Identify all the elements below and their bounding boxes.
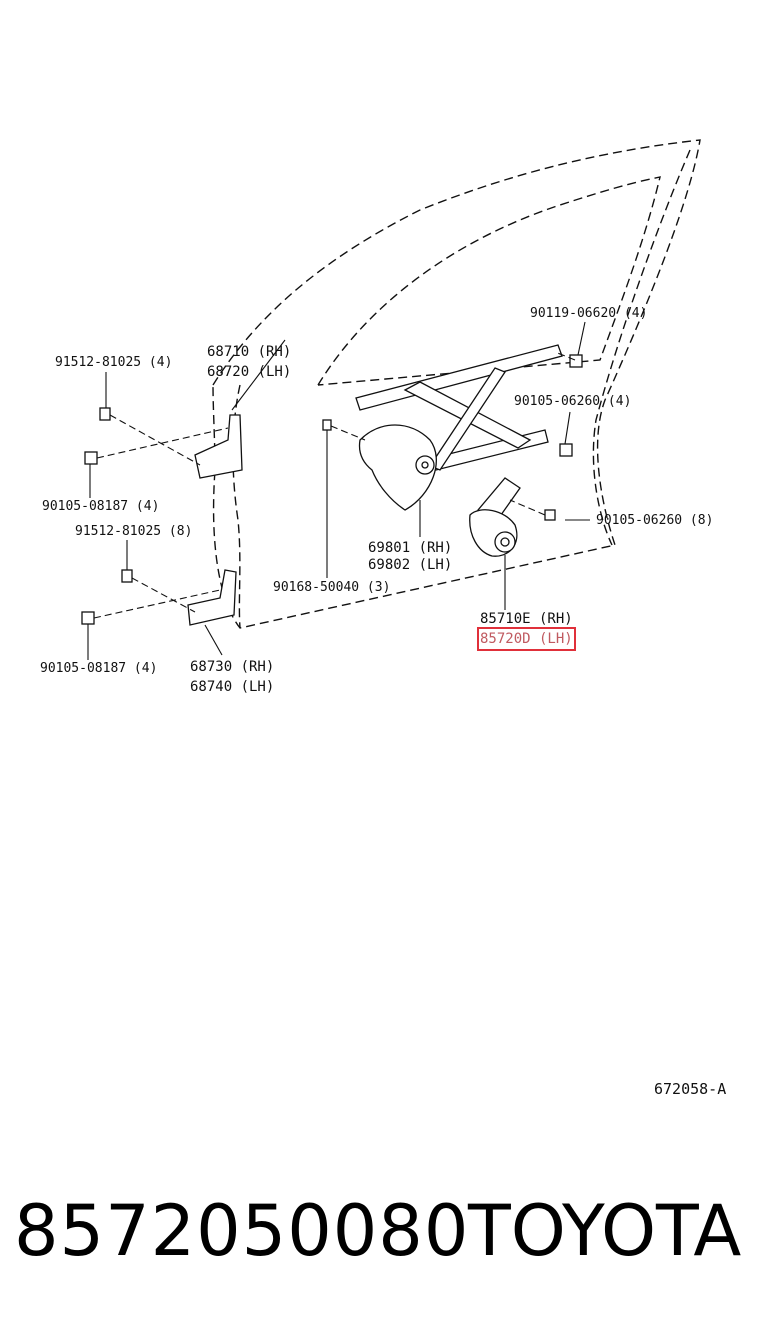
bolt-90119	[569, 354, 583, 368]
bolt-90105-08187-top	[84, 451, 98, 465]
label-68710-rh: 68710 (RH)	[207, 344, 292, 360]
label-90105-06260-8: 90105-06260 (8)	[596, 513, 714, 528]
label-90119-06620: 90119-06620 (4)	[530, 306, 648, 321]
door-window-regulator-diagram	[81, 139, 701, 660]
door-glass-edge	[592, 149, 691, 546]
bolt-90105-06260-4	[559, 443, 573, 457]
bolt-91512-top	[99, 407, 111, 421]
label-91512-81025-mid: 91512-81025 (8)	[75, 524, 193, 539]
label-90168-50040: 90168-50040 (3)	[273, 580, 391, 595]
part-number-caption: 8572050080	[14, 1190, 470, 1272]
label-85720d-lh-highlighted: 85720D (LH)	[477, 627, 576, 651]
regulator-arm-b	[429, 367, 506, 471]
label-69802-lh: 69802 (LH)	[368, 557, 453, 573]
lower-hinge	[187, 569, 237, 626]
brand-caption: TOYOTA	[468, 1190, 742, 1272]
regulator-upper-rail	[355, 344, 563, 411]
door-front-edge	[232, 384, 241, 629]
upper-hinge	[194, 414, 243, 479]
label-91512-81025-top: 91512-81025 (4)	[55, 355, 173, 370]
bolt-90168	[322, 419, 332, 431]
label-68740-lh: 68740 (LH)	[190, 679, 275, 695]
label-68730-rh: 68730 (RH)	[190, 659, 275, 675]
label-90105-08187-top: 90105-08187 (4)	[42, 499, 160, 514]
bolt-90105-06260-8	[544, 509, 556, 521]
label-69801-rh: 69801 (RH)	[368, 540, 453, 556]
drawing-code: 672058-A	[654, 1080, 727, 1098]
bolt-91512-mid	[121, 569, 133, 583]
label-68720-lh: 68720 (LH)	[207, 364, 292, 380]
window-frame-outline	[317, 176, 661, 386]
regulator-sector-gear	[358, 424, 437, 511]
label-90105-08187-bottom: 90105-08187 (4)	[40, 661, 158, 676]
door-outline	[212, 139, 701, 629]
label-85710e-rh: 85710E (RH)	[480, 611, 573, 627]
bolt-90105-08187-bottom	[81, 611, 95, 625]
label-90105-06260-4: 90105-06260 (4)	[514, 394, 632, 409]
